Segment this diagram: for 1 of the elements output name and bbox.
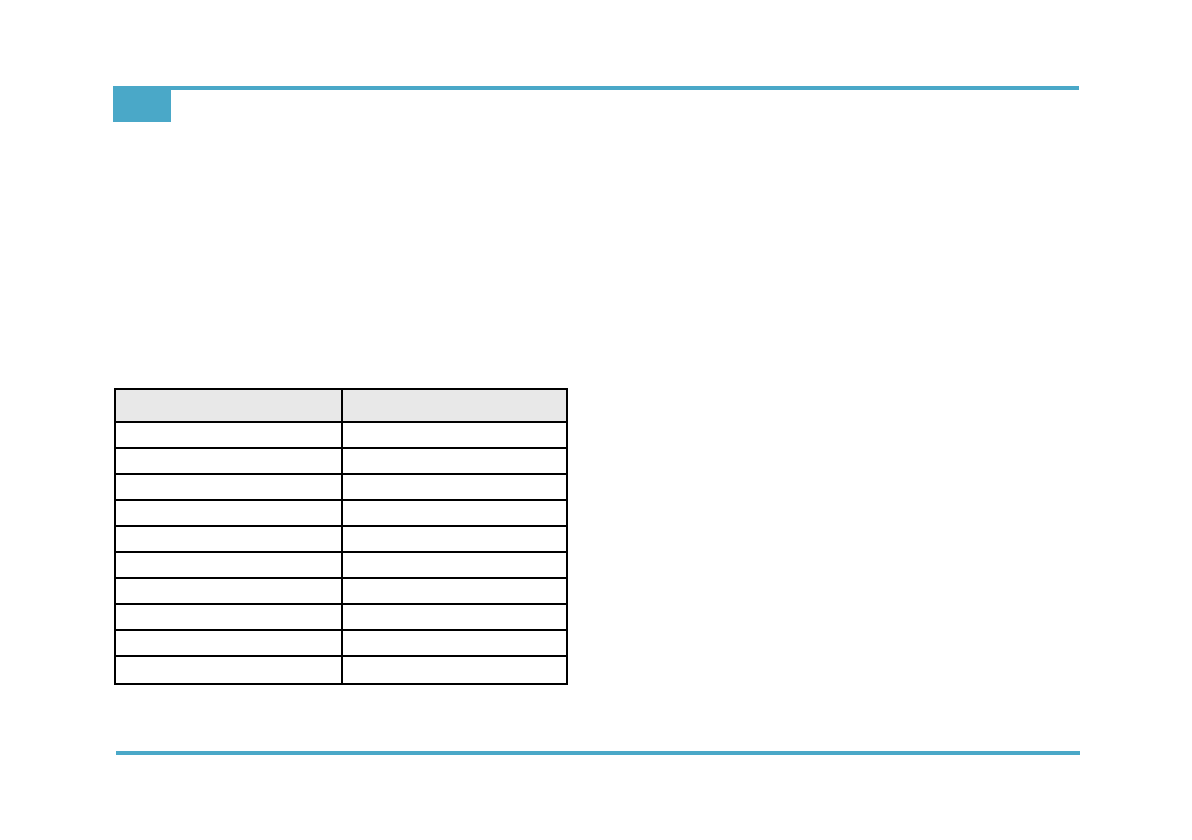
section-marker-box: [113, 90, 171, 122]
